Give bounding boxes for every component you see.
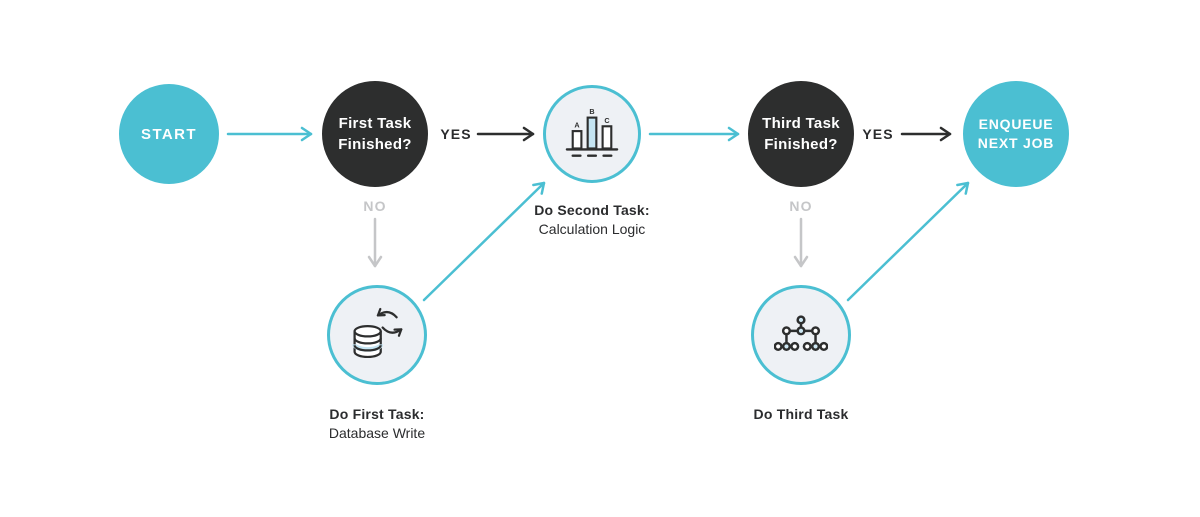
second-task-caption-subtitle: Calculation Logic — [538, 221, 646, 237]
svg-text:B: B — [589, 107, 594, 116]
bar-chart-icon: A B C — [565, 107, 619, 157]
third-decision-line2: Finished? — [764, 136, 838, 153]
database-sync-icon — [352, 307, 403, 359]
arrow-first-task-to-second-task — [422, 181, 546, 302]
yes-label-first: YES — [440, 126, 472, 142]
svg-text:A: A — [574, 121, 580, 130]
org-chart-icon — [774, 315, 828, 351]
start-node: START — [119, 84, 219, 184]
no-label-first: NO — [363, 198, 387, 214]
enqueue-node: ENQUEUE NEXT JOB — [963, 81, 1069, 187]
first-decision-line2: Finished? — [338, 136, 412, 153]
third-decision-node: Third Task Finished? — [748, 81, 854, 187]
do-second-task-node: A B C — [543, 85, 641, 183]
third-task-caption: Do Third Task — [754, 405, 849, 424]
do-first-task-node — [327, 285, 427, 385]
third-task-caption-title: Do Third Task — [753, 406, 849, 422]
start-label: START — [141, 125, 197, 143]
second-task-caption-title: Do Second Task: — [534, 202, 650, 218]
first-task-caption-subtitle: Database Write — [328, 425, 426, 441]
first-decision-line1: First Task — [338, 115, 412, 132]
no-label-third: NO — [789, 198, 813, 214]
second-task-caption: Do Second Task: Calculation Logic — [534, 201, 650, 239]
svg-text:C: C — [604, 116, 610, 125]
first-task-caption-title: Do First Task: — [329, 406, 425, 422]
yes-label-third: YES — [862, 126, 894, 142]
arrow-third-task-to-enqueue — [846, 181, 970, 302]
enqueue-line2: NEXT JOB — [977, 135, 1055, 151]
enqueue-line1: ENQUEUE — [978, 116, 1054, 132]
do-third-task-node — [751, 285, 851, 385]
first-task-caption: Do First Task: Database Write — [329, 405, 425, 443]
first-decision-node: First Task Finished? — [322, 81, 428, 187]
third-decision-line1: Third Task — [762, 115, 840, 132]
